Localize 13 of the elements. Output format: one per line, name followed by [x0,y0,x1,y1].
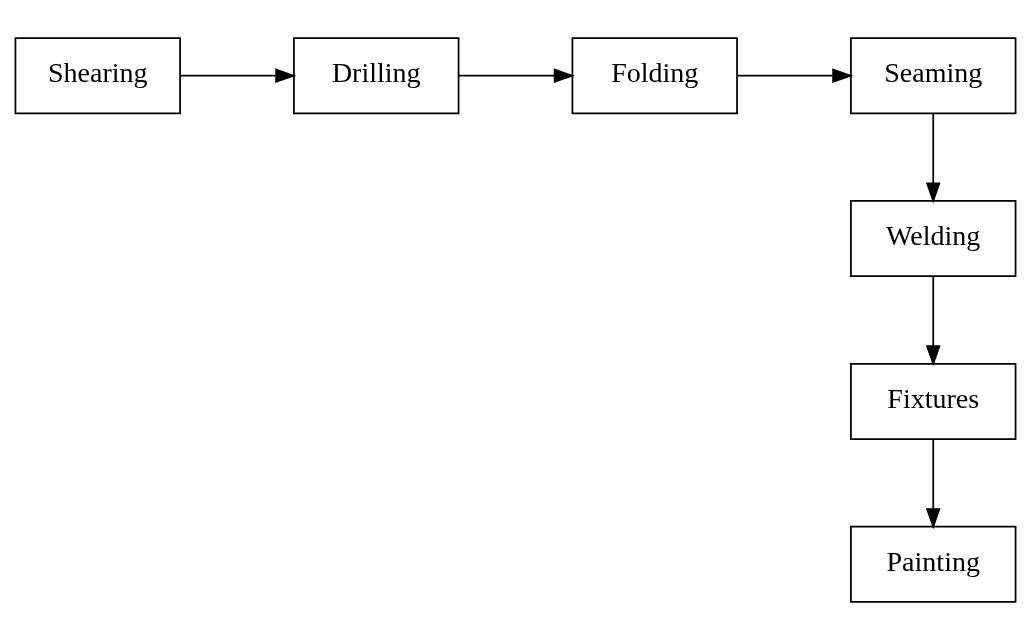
arrow [925,275,941,366]
arrow [925,438,941,529]
node-box: Welding [850,199,1017,277]
node-box: Shearing [14,36,181,114]
node-box: Fixtures [850,362,1017,440]
node-box: Folding [571,36,738,114]
arrow [458,67,575,83]
node-box: Painting [850,525,1017,603]
node-box: Drilling [293,36,460,114]
arrow [736,67,854,83]
node-box: Seaming [850,36,1017,114]
arrow [179,67,297,83]
arrow [925,112,941,203]
